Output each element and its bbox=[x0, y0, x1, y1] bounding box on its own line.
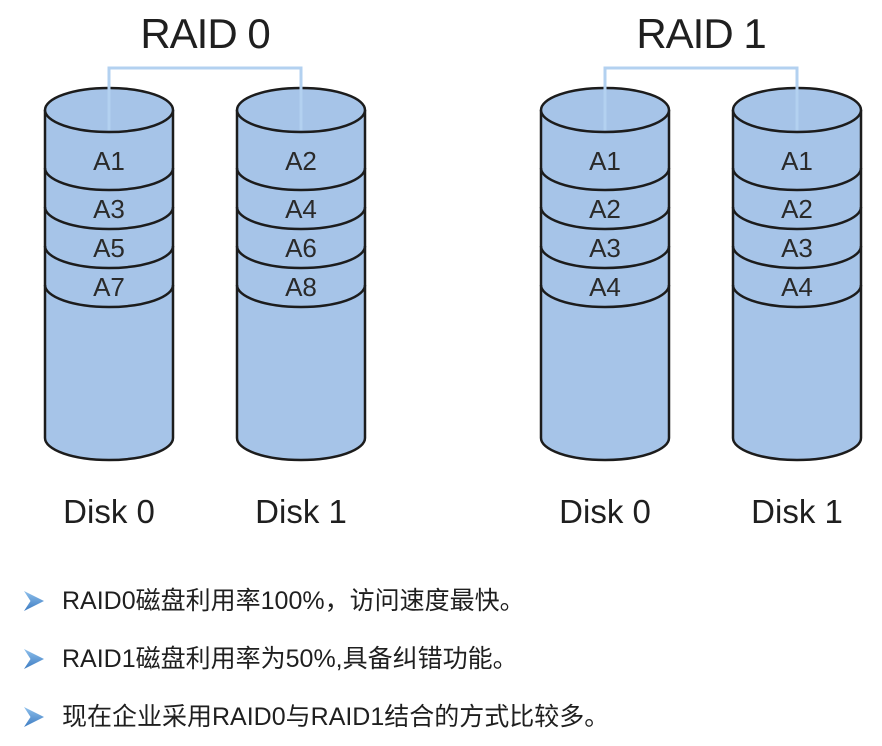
raid0-disk0-cylinder: A1 A3 A5 A7 bbox=[43, 86, 175, 462]
disk-block-label: A3 bbox=[589, 233, 621, 263]
raid0-disk1-cylinder: A2 A4 A6 A8 bbox=[235, 86, 367, 462]
disk-block-label: A3 bbox=[93, 194, 125, 224]
arrowhead-bullet-icon bbox=[24, 649, 44, 669]
raid0-disk0-label: Disk 0 bbox=[63, 493, 155, 530]
disk-block-label: A4 bbox=[589, 272, 621, 302]
raid1-disk1-label: Disk 1 bbox=[751, 493, 843, 530]
arrowhead-bullet-icon bbox=[24, 591, 44, 611]
disk-separator-arc bbox=[235, 284, 367, 309]
disk-separator-arc bbox=[731, 245, 863, 270]
disk-block-label: A5 bbox=[93, 233, 125, 263]
raid1-diagram: RAID 1 A1 A2 A3 A4 bbox=[536, 8, 866, 534]
raid-notes-list: RAID0磁盘利用率100%，访问速度最快。 RAID1磁盘利用率为50%,具备… bbox=[0, 584, 882, 734]
disk-separator-arc bbox=[43, 245, 175, 270]
disk-body-shape bbox=[43, 110, 175, 462]
arrowhead-bullet-icon bbox=[24, 707, 44, 727]
raid1-disk1-cylinder: A1 A2 A3 A4 bbox=[731, 86, 863, 462]
disk-separator-arc bbox=[43, 167, 175, 192]
bullet-text: RAID0磁盘利用率100%，访问速度最快。 bbox=[62, 587, 525, 615]
disk-block-label: A7 bbox=[93, 272, 125, 302]
disk-separator-arc bbox=[731, 284, 863, 309]
disk-body-shape bbox=[539, 110, 671, 462]
disk-block-label: A4 bbox=[781, 272, 813, 302]
disk-block-label: A3 bbox=[781, 233, 813, 263]
disk-block-label: A1 bbox=[589, 146, 621, 176]
disk-block-label: A2 bbox=[781, 194, 813, 224]
disk-separator-arc bbox=[539, 206, 671, 231]
disk-block-label: A8 bbox=[285, 272, 317, 302]
raid1-disks-figure: A1 A2 A3 A4 A1 A2 A3 A4 bbox=[539, 66, 863, 462]
bullet-text: RAID1磁盘利用率为50%,具备纠错功能。 bbox=[62, 645, 518, 673]
disk-separator-arc bbox=[731, 167, 863, 192]
disk-body-shape bbox=[731, 110, 863, 462]
disk-separator-arc bbox=[731, 206, 863, 231]
disk-block-label: A4 bbox=[285, 194, 317, 224]
disk-block-label: A2 bbox=[589, 194, 621, 224]
disk-separator-arc bbox=[235, 167, 367, 192]
disk-separator-arc bbox=[235, 206, 367, 231]
raid1-title: RAID 1 bbox=[636, 10, 766, 57]
bullet-item: RAID0磁盘利用率100%，访问速度最快。 bbox=[22, 584, 882, 618]
raid-diagrams-row: RAID 0 A1 A3 A5 A7 bbox=[40, 8, 866, 534]
raid1-disk-labels: Disk 0 Disk 1 bbox=[536, 490, 866, 534]
disk-separator-arc bbox=[43, 206, 175, 231]
disk-separator-arc bbox=[43, 284, 175, 309]
raid0-diagram: RAID 0 A1 A3 A5 A7 bbox=[40, 8, 370, 534]
raid1-connector-bracket bbox=[603, 66, 799, 130]
disk-block-label: A1 bbox=[781, 146, 813, 176]
disk-block-label: A6 bbox=[285, 233, 317, 263]
disk-separator-arc bbox=[235, 245, 367, 270]
bullet-item: 现在企业采用RAID0与RAID1结合的方式比较多。 bbox=[22, 700, 882, 734]
raid1-disk0-cylinder: A1 A2 A3 A4 bbox=[539, 86, 671, 462]
raid0-title: RAID 0 bbox=[140, 10, 270, 57]
raid1-disk0-label: Disk 0 bbox=[559, 493, 651, 530]
disk-block-label: A2 bbox=[285, 146, 317, 176]
raid0-disk1-label: Disk 1 bbox=[255, 493, 347, 530]
disk-block-label: A1 bbox=[93, 146, 125, 176]
disk-body-shape bbox=[235, 110, 367, 462]
disk-separator-arc bbox=[539, 284, 671, 309]
raid0-disk-labels: Disk 0 Disk 1 bbox=[40, 490, 370, 534]
raid0-connector-bracket bbox=[107, 66, 303, 130]
bullet-text: 现在企业采用RAID0与RAID1结合的方式比较多。 bbox=[62, 703, 610, 731]
disk-separator-arc bbox=[539, 245, 671, 270]
raid0-disks-figure: A1 A3 A5 A7 A2 A4 A6 A8 bbox=[43, 66, 367, 462]
bullet-item: RAID1磁盘利用率为50%,具备纠错功能。 bbox=[22, 642, 882, 676]
disk-separator-arc bbox=[539, 167, 671, 192]
